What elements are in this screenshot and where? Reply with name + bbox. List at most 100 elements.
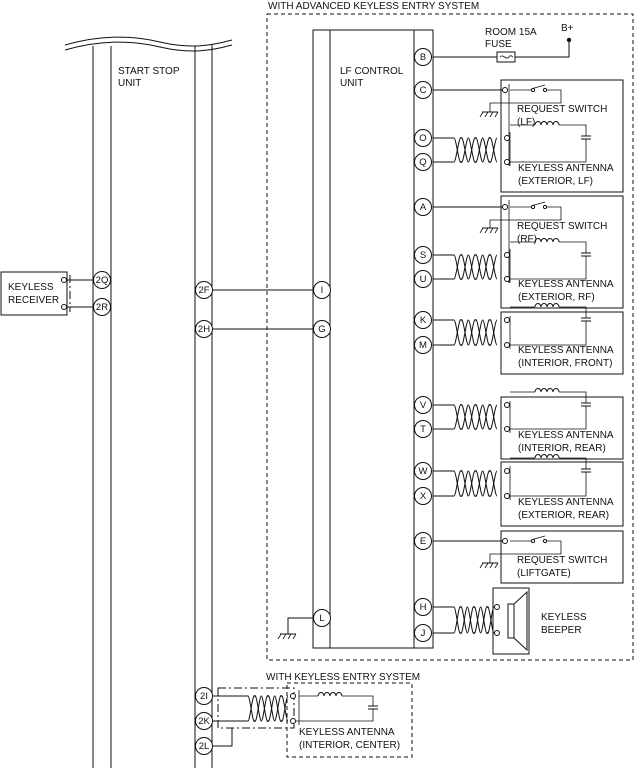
- pin-E: [414, 532, 432, 550]
- pin-U: [414, 270, 432, 288]
- request-switch-liftgate-term: [502, 538, 508, 544]
- keyless-antenna-exterior-rear-wire-ret: [509, 472, 587, 497]
- keyless-antenna-interior-front-wire-out: [559, 306, 587, 318]
- keyless-antenna-exterior-rf-wire-out: [559, 241, 587, 253]
- beeper-label-2: BEEPER: [541, 625, 582, 636]
- keyless-antenna-interior-rear-label-1: KEYLESS ANTENNA: [518, 430, 614, 441]
- pin-label-S: S: [420, 250, 426, 261]
- pin-2H: [195, 320, 213, 338]
- request-switch-rf-ground-hatch-2: [489, 227, 494, 234]
- request-switch-rf-label-2: (RF): [517, 234, 537, 245]
- keyless-antenna-exterior-lf-twist-b: [453, 137, 498, 163]
- request-switch-lf-ground-hatch-0: [479, 111, 484, 118]
- keyless-antenna-interior-front-term-a: [504, 317, 510, 323]
- dynamic-layer: REQUEST SWITCH(LF)KEYLESS ANTENNA(EXTERI…: [247, 79, 624, 751]
- keyless-antenna-interior-rear-term-b: [504, 426, 510, 432]
- pin-O: [414, 129, 432, 147]
- pin-I: [313, 281, 331, 299]
- pin-B: [414, 48, 432, 66]
- keyless-antenna-interior-front-label-1: KEYLESS ANTENNA: [518, 345, 614, 356]
- pin-label-K: K: [420, 315, 427, 326]
- lf-control-label-2: UNIT: [340, 78, 363, 89]
- pin-label-O: O: [419, 133, 426, 144]
- keyless-antenna-interior-rear-label-2: (INTERIOR, REAR): [518, 443, 606, 454]
- request-switch-liftgate-label-1: REQUEST SWITCH: [517, 555, 607, 566]
- pin-label-U: U: [420, 274, 427, 285]
- keyless-antenna-exterior-lf-coil: [534, 121, 560, 126]
- keyless-antenna-exterior-lf-label-2: (EXTERIOR, LF): [518, 176, 593, 187]
- lf-control-unit: LF CONTROL UNIT: [312, 29, 434, 649]
- shield-boundary: [217, 687, 295, 729]
- pin-W: [414, 462, 432, 480]
- request-switch-liftgate-ground-hatch-2: [489, 562, 494, 569]
- keyless-antenna-exterior-rf-twist-a: [453, 254, 498, 280]
- pin-label-2F: 2F: [198, 285, 209, 296]
- pin-2L: [195, 737, 213, 755]
- box-interior-front: [500, 311, 624, 375]
- keyless-system-label: WITH KEYLESS ENTRY SYSTEM: [266, 672, 420, 683]
- box-liftgate: [500, 530, 624, 584]
- keyless-antenna-exterior-rear-twist-a: [453, 470, 498, 497]
- center-twist-a: [247, 695, 289, 722]
- pin-label-X: X: [420, 491, 427, 502]
- keyless-beeper: KEYLESS BEEPER: [492, 587, 587, 655]
- battery-node: [566, 37, 572, 43]
- request-switch-rf-ground-hatch-3: [494, 227, 499, 234]
- request-switch-rf-arm: [532, 201, 546, 206]
- keyless-antenna-exterior-lf-wire-out: [559, 124, 587, 136]
- pin-L: [313, 609, 331, 627]
- request-switch-liftgate-contact-a: [530, 538, 536, 544]
- keyless-antenna-interior-front-term-b: [504, 342, 510, 348]
- keyless-antenna-interior-front-twist-a: [453, 319, 498, 346]
- keyless-antenna-exterior-rear-label-2: (EXTERIOR, REAR): [518, 510, 609, 521]
- keyless-antenna-exterior-rf-coil: [534, 238, 560, 243]
- keyless-antenna-interior-rear-coil: [534, 388, 560, 393]
- box-interior-rear: [500, 396, 624, 460]
- keyless-antenna-exterior-rear-label-1: KEYLESS ANTENNA: [518, 497, 614, 508]
- keyless-antenna-interior-rear-term-a: [504, 402, 510, 408]
- keyless-antenna-interior-rear-twist-b: [453, 404, 498, 430]
- keyless-antenna-interior-center-label-1: KEYLESS ANTENNA: [299, 727, 395, 738]
- request-switch-liftgate-arm: [532, 535, 546, 540]
- request-switch-lf-ground-hatch-2: [489, 111, 494, 118]
- pin-J: [414, 624, 432, 642]
- pin-T: [414, 420, 432, 438]
- request-switch-liftgate-label-2: (LIFTGATE): [517, 568, 571, 579]
- request-switch-rf-label-1: REQUEST SWITCH: [517, 221, 607, 232]
- start-stop-tear-edge-inner: [64, 41, 233, 52]
- pin-Q: [414, 153, 432, 171]
- box-exterior-rear: [500, 461, 624, 527]
- pin-label-B: B: [420, 52, 426, 63]
- pin-2F: [195, 281, 213, 299]
- pin-label-M: M: [419, 340, 427, 351]
- keyless-antenna-exterior-rf-term-b: [504, 276, 510, 282]
- receiver-label-2: RECEIVER: [8, 295, 59, 306]
- pin-label-I: I: [321, 285, 324, 296]
- advanced-system-boundary: [266, 13, 634, 661]
- keyless-antenna-interior-rear-twist-a: [453, 404, 498, 430]
- request-switch-lf-ground-hatch-3: [494, 111, 499, 118]
- pin-V: [414, 396, 432, 414]
- beeper-twist-b: [453, 606, 495, 634]
- pin-A: [414, 198, 432, 216]
- center-twist-b: [247, 695, 289, 722]
- pin-label-2H: 2H: [198, 324, 210, 335]
- pin-M: [414, 336, 432, 354]
- pin-label-T: T: [420, 424, 426, 435]
- request-switch-rf-ground-hatch-1: [484, 227, 489, 234]
- request-switch-lf-contact-a: [530, 87, 536, 93]
- pin-label-A: A: [420, 202, 427, 213]
- pin-X: [414, 487, 432, 505]
- pin-label-2I: 2I: [200, 691, 208, 702]
- request-switch-lf-term: [502, 87, 508, 93]
- request-switch-lf-arm: [532, 84, 546, 89]
- start-stop-label-2: UNIT: [118, 78, 141, 89]
- keyless-antenna-exterior-rear-term-a: [504, 468, 510, 474]
- start-stop-unit: START STOP UNIT: [64, 36, 233, 768]
- ground-symbol-L: [277, 617, 313, 640]
- request-switch-lf-ground-hatch-1: [484, 111, 489, 118]
- keyless-antenna-exterior-rear-twist-b: [453, 470, 498, 497]
- request-switch-liftgate-gnd-wire: [489, 540, 562, 563]
